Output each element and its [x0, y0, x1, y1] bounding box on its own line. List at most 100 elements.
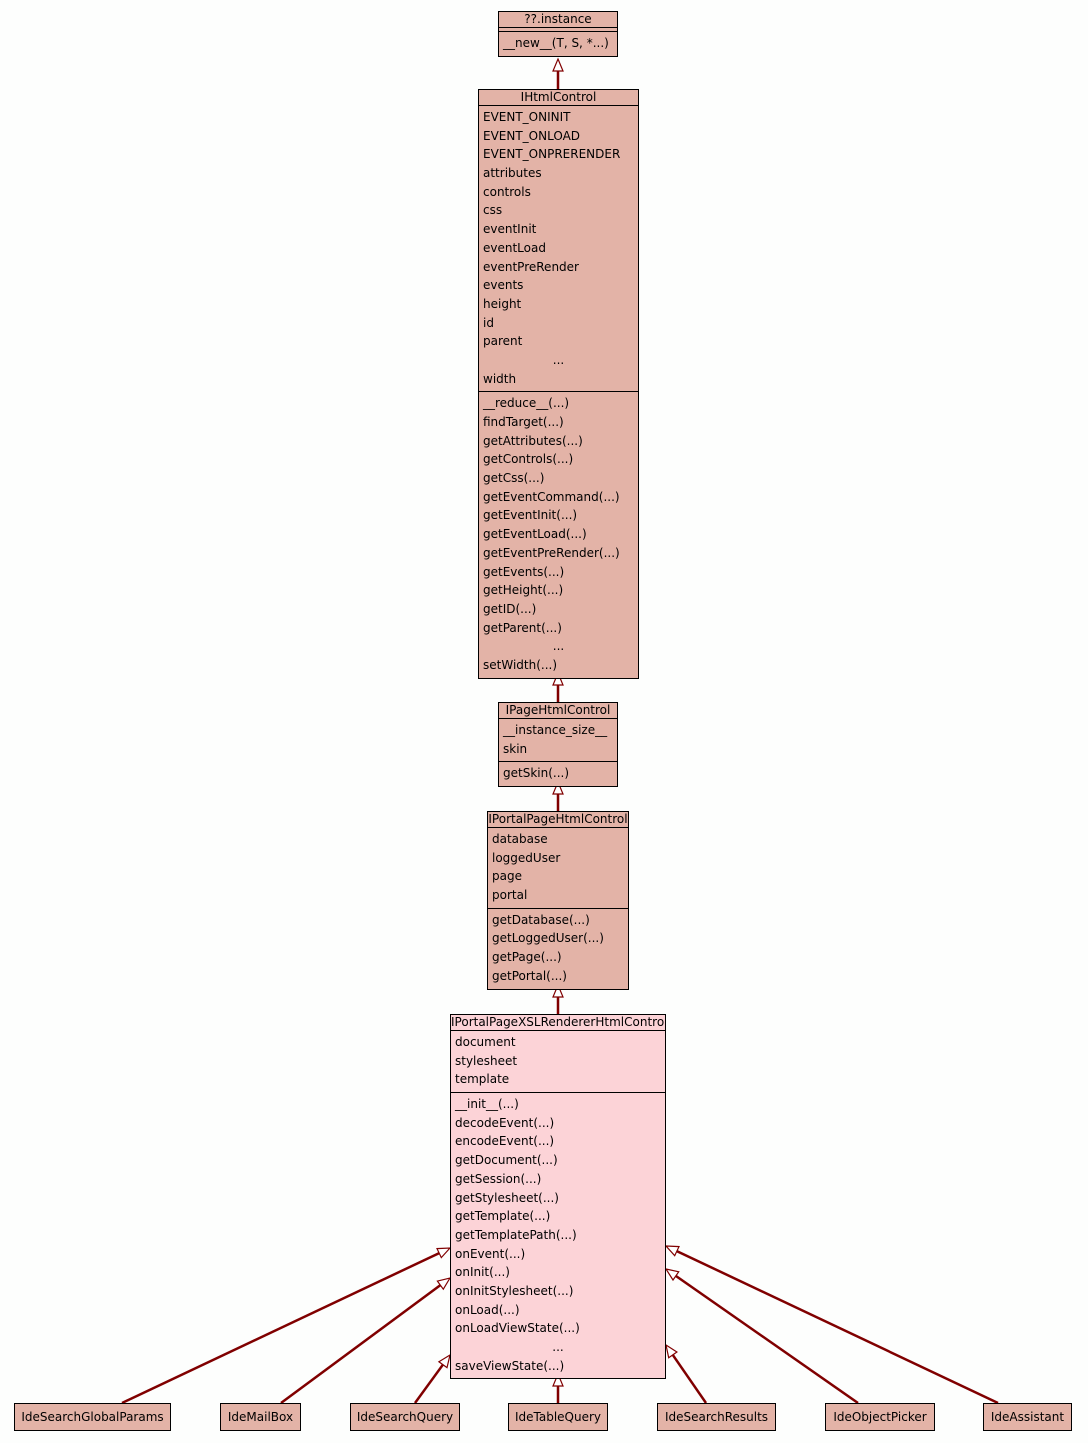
attribute-item: skin — [503, 741, 528, 756]
method-item: onInit(...) — [455, 1265, 510, 1280]
edge-assistant-xsl-arrowhead — [664, 1245, 680, 1257]
edge-mailbox-xsl-arrowhead — [436, 1277, 452, 1291]
attribute-item: height — [483, 296, 522, 311]
method-item: getTemplatePath(...) — [455, 1227, 577, 1242]
class-idesearchresults[interactable]: IdeSearchResults — [657, 1403, 776, 1431]
attribute-item: loggedUser — [492, 850, 561, 865]
class-iportalpagexslrendererhtmlcontrol[interactable]: IPortalPageXSLRendererHtmlControl docume… — [450, 1014, 666, 1380]
attributes-section: document stylesheet template — [451, 1031, 665, 1094]
method-item: getEvents(...) — [483, 564, 565, 579]
attribute-item: eventInit — [483, 222, 537, 237]
method-ellipsis: ... — [552, 639, 565, 654]
method-item: getPage(...) — [492, 950, 562, 965]
method-item: getTemplate(...) — [455, 1209, 551, 1224]
attributes-section: EVENT_ONINIT EVENT_ONLOAD EVENT_ONPREREN… — [479, 106, 638, 393]
methods-section: __init__(...) decodeEvent(...) encodeEve… — [451, 1093, 665, 1378]
attribute-item: css — [483, 203, 503, 218]
method-item: __new__(T, S, *...) — [503, 36, 609, 50]
method-item: getSession(...) — [455, 1171, 542, 1186]
attributes-section: __instance_size__ skin — [499, 719, 617, 763]
attribute-item: EVENT_ONPRERENDER — [483, 147, 621, 162]
class-ihtmlcontrol[interactable]: IHtmlControl EVENT_ONINIT EVENT_ONLOAD E… — [478, 89, 639, 679]
attribute-item: width — [483, 371, 517, 386]
class-idesearchglobalparams[interactable]: IdeSearchGlobalParams — [14, 1403, 171, 1431]
edge-searchquery-xsl — [413, 1363, 444, 1404]
method-item: getEventInit(...) — [483, 508, 578, 523]
method-item: getSkin(...) — [503, 766, 570, 781]
method-item: __reduce__(...) — [483, 396, 570, 411]
attribute-item: eventLoad — [483, 240, 546, 255]
method-item: getParent(...) — [483, 620, 562, 635]
attribute-item: stylesheet — [455, 1053, 518, 1068]
class-ideobjectpicker[interactable]: IdeObjectPicker — [825, 1403, 935, 1431]
attribute-item: EVENT_ONINIT — [483, 110, 571, 124]
class-idesearchquery[interactable]: IdeSearchQuery — [350, 1403, 460, 1431]
class-ideassistant[interactable]: IdeAssistant — [983, 1403, 1072, 1431]
class-idetablequery[interactable]: IdeTableQuery — [508, 1403, 608, 1431]
method-item: getLoggedUser(...) — [492, 931, 604, 946]
method-item: getStylesheet(...) — [455, 1190, 559, 1205]
edge-searchquery-xsl-arrowhead — [437, 1353, 451, 1369]
attribute-item: template — [455, 1072, 510, 1087]
attributes-section: database loggedUser page portal — [488, 828, 628, 909]
methods-section: getSkin(...) — [499, 762, 617, 786]
attribute-item: id — [483, 315, 494, 330]
class-iportalpagehtmlcontrol[interactable]: IPortalPageHtmlControl database loggedUs… — [487, 811, 629, 990]
method-item: getControls(...) — [483, 452, 574, 467]
edge-mailbox-xsl — [280, 1284, 442, 1405]
method-item: getAttributes(...) — [483, 433, 583, 448]
method-item: getDocument(...) — [455, 1153, 558, 1168]
attribute-item: __instance_size__ — [503, 723, 608, 737]
method-item: setWidth(...) — [483, 657, 558, 672]
method-item: __init__(...) — [455, 1097, 519, 1112]
attribute-ellipsis: ... — [552, 352, 565, 367]
attribute-item: page — [492, 869, 522, 884]
class-ipagehtmlcontrol[interactable]: IPageHtmlControl __instance_size__ skin … — [498, 702, 618, 788]
edge-ipage-ihtml-arrowhead — [552, 671, 564, 686]
edge-ihtmlcontrol-instance-arrowhead — [552, 57, 564, 72]
attribute-item: controls — [483, 184, 531, 199]
methods-section: __reduce__(...) findTarget(...) getAttri… — [479, 392, 638, 677]
attribute-item: attributes — [483, 166, 542, 181]
method-item: encodeEvent(...) — [455, 1134, 555, 1149]
attribute-item: events — [483, 278, 524, 293]
attributes-section — [499, 28, 617, 32]
method-item: findTarget(...) — [483, 415, 564, 429]
method-item: getEventLoad(...) — [483, 527, 587, 542]
class-instance[interactable]: ??.instance __new__(T, S, *...) — [498, 11, 618, 57]
edge-globalparams-xsl — [121, 1251, 440, 1405]
edge-assistant-xsl — [676, 1249, 999, 1405]
edge-iportalpage-ipage-arrowhead — [552, 780, 564, 795]
class-title: IHtmlControl — [479, 90, 638, 106]
method-item: getCss(...) — [483, 471, 545, 486]
method-item: onInitStylesheet(...) — [455, 1283, 574, 1298]
edge-searchresults-xsl — [671, 1354, 708, 1404]
method-item: getEventPreRender(...) — [483, 545, 620, 560]
attribute-item: document — [455, 1035, 516, 1049]
method-item: getDatabase(...) — [492, 912, 590, 927]
edge-globalparams-xsl-arrowhead — [436, 1247, 452, 1259]
attribute-item: parent — [483, 334, 523, 349]
method-item: getEventCommand(...) — [483, 489, 620, 504]
class-title: IPortalPageXSLRendererHtmlControl — [451, 1015, 665, 1031]
edge-objectpicker-xsl-arrowhead — [664, 1268, 680, 1282]
edge-objectpicker-xsl — [675, 1274, 859, 1405]
method-item: onLoadViewState(...) — [455, 1321, 580, 1336]
attribute-item: EVENT_ONLOAD — [483, 128, 581, 143]
edge-searchresults-xsl-arrowhead — [665, 1343, 678, 1359]
method-ellipsis: ... — [552, 1340, 564, 1354]
attribute-item: eventPreRender — [483, 259, 579, 274]
class-title: IPortalPageHtmlControl — [488, 812, 628, 828]
class-title: IPageHtmlControl — [499, 703, 617, 719]
edge-xsl-iportalpage-arrowhead — [552, 983, 564, 998]
edge-tablequery-xsl-arrowhead — [552, 1372, 564, 1387]
method-item: getHeight(...) — [483, 583, 564, 598]
method-item: onEvent(...) — [455, 1246, 526, 1261]
method-item: decodeEvent(...) — [455, 1115, 555, 1130]
class-title: ??.instance — [499, 12, 617, 28]
attribute-item: database — [492, 832, 548, 846]
class-idemailbox[interactable]: IdeMailBox — [220, 1403, 301, 1431]
attribute-item: portal — [492, 888, 528, 903]
method-item: getPortal(...) — [492, 968, 567, 983]
